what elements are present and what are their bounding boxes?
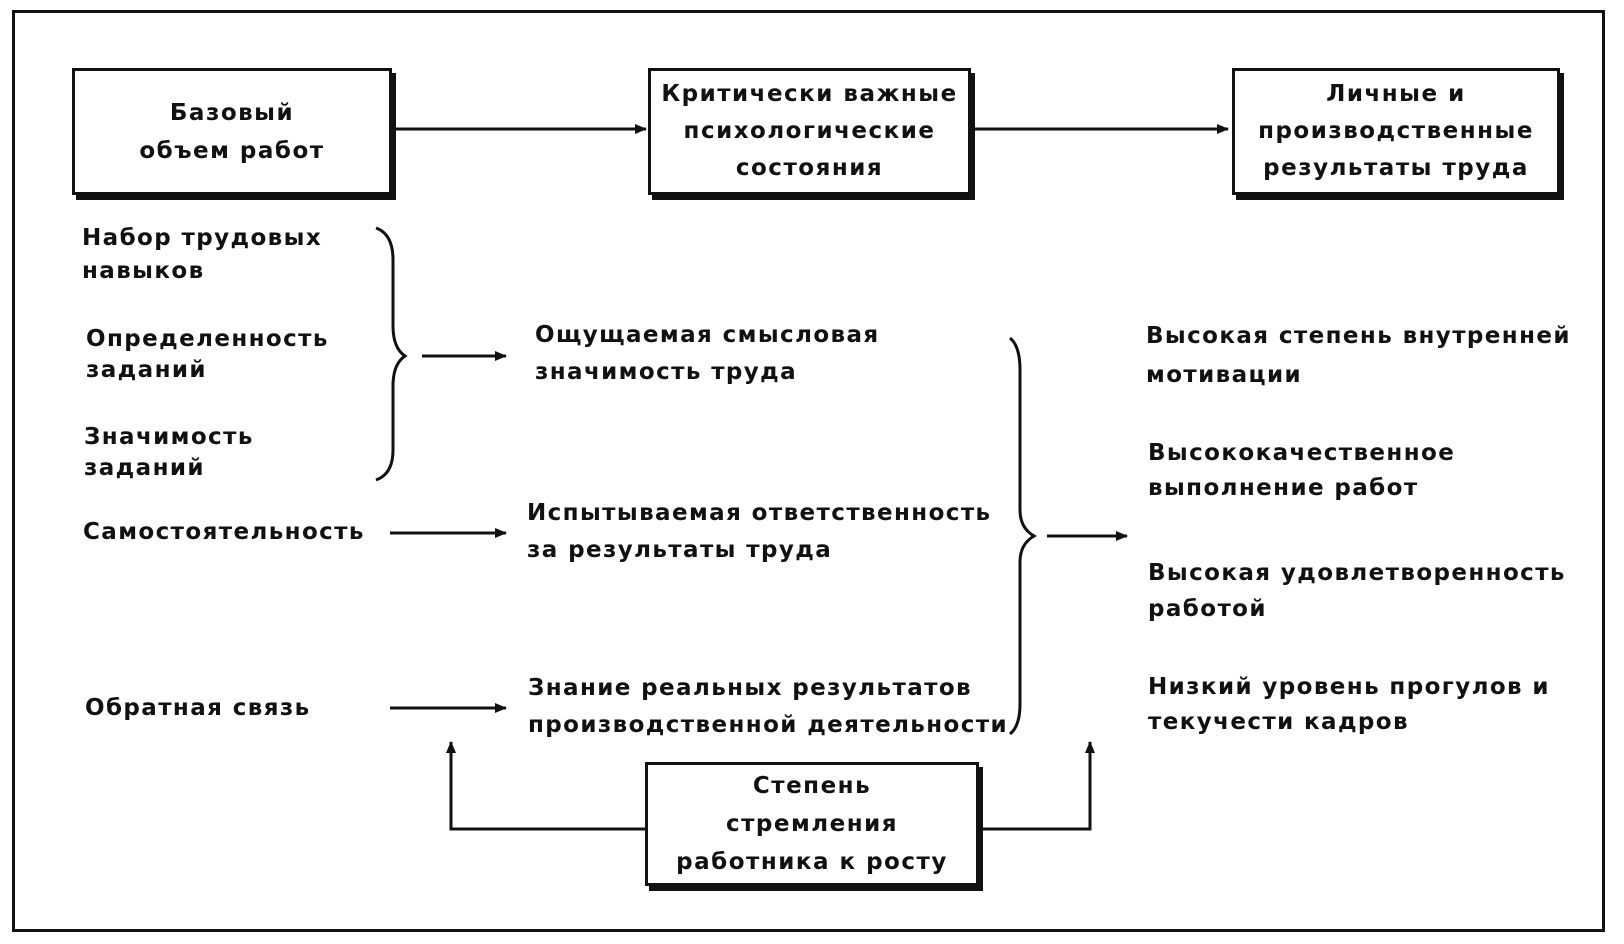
label-absenteeism: Низкий уровень прогулов и текучести кадр… <box>1148 670 1550 740</box>
right-brace <box>1008 336 1038 736</box>
label-responsibility-line-2: за результаты труда <box>527 537 833 563</box>
label-skill-variety: Набор трудовых навыков <box>82 222 322 288</box>
box-results-line-1: Личные и <box>1326 81 1466 107</box>
label-performance: Высококачественное выполнение работ <box>1148 436 1455 506</box>
label-performance-line-1: Высококачественное <box>1148 440 1456 466</box>
box-critical-states-line-3: состояния <box>735 155 884 181</box>
box-critical-states-line-1: Критически важные <box>661 81 958 107</box>
diagram-frame <box>12 10 1605 932</box>
box-results-line-2: производственные <box>1258 118 1534 144</box>
label-task-identity: Определенность заданий <box>86 324 329 386</box>
label-absenteeism-line-2: текучести кадров <box>1148 709 1409 735</box>
box-growth-need-line-3: работника к росту <box>676 849 948 875</box>
label-performance-line-2: выполнение работ <box>1148 475 1419 501</box>
label-satisfaction-line-2: работой <box>1148 596 1267 622</box>
box-growth-need: Степень стремления работника к росту <box>645 762 979 886</box>
label-satisfaction: Высокая удовлетворенность работой <box>1148 555 1566 627</box>
label-absenteeism-line-1: Низкий уровень прогулов и <box>1148 674 1550 700</box>
box-growth-need-line-1: Степень <box>752 773 872 799</box>
label-motivation-line-1: Высокая степень внутренней <box>1146 323 1571 349</box>
label-meaningfulness: Ощущаемая смысловая значимость труда <box>535 317 880 391</box>
arrow-growth-to-right <box>980 741 1095 831</box>
box-critical-states: Критически важные психологические состоя… <box>648 68 971 195</box>
box-results-line-3: результаты труда <box>1263 155 1529 181</box>
label-task-significance: Значимость заданий <box>84 422 254 484</box>
box-growth-need-line-2: стремления <box>725 811 899 837</box>
label-feedback: Обратная связь <box>85 692 311 725</box>
label-responsibility: Испытываемая ответственность за результа… <box>527 495 992 569</box>
label-skill-variety-line-2: навыков <box>82 258 205 284</box>
box-base-work-line-1: Базовый <box>169 99 295 126</box>
label-task-identity-line-2: заданий <box>86 357 207 383</box>
box-results: Личные и производственные результаты тру… <box>1232 68 1560 195</box>
label-satisfaction-line-1: Высокая удовлетворенность <box>1148 560 1566 586</box>
label-meaningfulness-line-2: значимость труда <box>535 359 798 385</box>
box-base-work-line-2: объем работ <box>139 137 325 164</box>
label-task-significance-line-1: Значимость <box>84 424 254 450</box>
left-brace <box>375 226 408 482</box>
label-knowledge-line-2: производственной деятельности <box>528 712 1009 738</box>
box-base-work: Базовый объем работ <box>72 68 392 195</box>
arrow-growth-to-left <box>446 741 645 831</box>
label-knowledge-of-results: Знание реальных результатов производстве… <box>528 670 1008 744</box>
label-motivation-line-2: мотивации <box>1146 362 1303 388</box>
label-knowledge-line-1: Знание реальных результатов <box>528 675 973 701</box>
label-responsibility-line-1: Испытываемая ответственность <box>527 500 992 526</box>
label-task-significance-line-2: заданий <box>84 455 205 481</box>
label-autonomy-line-1: Самостоятельность <box>83 519 365 545</box>
label-skill-variety-line-1: Набор трудовых <box>82 225 323 251</box>
label-task-identity-line-1: Определенность <box>86 326 329 352</box>
box-critical-states-line-2: психологические <box>683 118 936 144</box>
label-feedback-line-1: Обратная связь <box>85 695 311 721</box>
label-autonomy: Самостоятельность <box>83 516 365 549</box>
label-meaningfulness-line-1: Ощущаемая смысловая <box>535 322 880 348</box>
label-motivation: Высокая степень внутренней мотивации <box>1146 317 1571 395</box>
